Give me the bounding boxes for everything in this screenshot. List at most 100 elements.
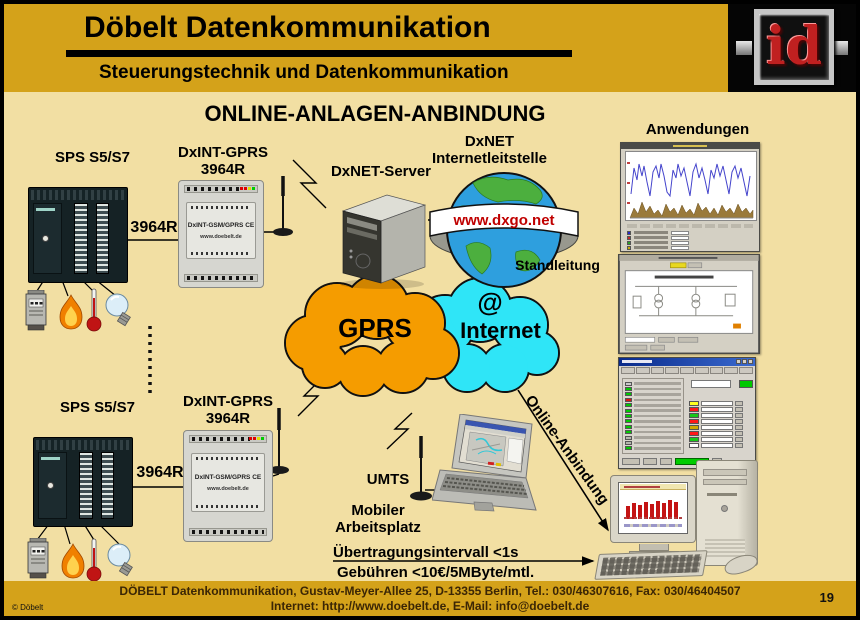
footer: DÖBELT Datenkommunikation, Gustav-Meyer-… — [4, 581, 856, 616]
workplace-label: Mobiler Arbeitsplatz — [335, 502, 421, 536]
chart-legend-row — [627, 240, 753, 245]
chart-app-plot — [625, 151, 757, 221]
company-logo: id — [765, 16, 823, 77]
server-icon — [340, 194, 427, 289]
chart-legend-row — [627, 245, 753, 250]
monitor-bar — [632, 503, 636, 519]
status-led-column — [622, 378, 684, 454]
diagram-area: ONLINE-ANLAGEN-ANBINDUNG — [4, 92, 856, 581]
status-led-row — [625, 430, 681, 435]
status-value-row — [689, 424, 753, 430]
app-screenshot-status — [618, 357, 756, 469]
banner-url: www.dxgo.net — [452, 212, 554, 229]
footer-address: DÖBELT Datenkommunikation, Gustav-Meyer-… — [119, 584, 741, 598]
radio-wave-icon-umts — [386, 412, 413, 450]
desktop-tower — [696, 460, 758, 566]
page-title: Döbelt Datenkommunikation — [84, 11, 491, 44]
gprs-cloud-label: GPRS — [338, 313, 412, 343]
footer-contact: Internet: http://www.doebelt.de, E-Mail:… — [270, 599, 590, 613]
app-screenshot-schematic — [618, 254, 760, 354]
monitor-bar — [656, 501, 660, 519]
laptop-icon — [432, 414, 537, 512]
status-led-row — [625, 403, 681, 408]
status-led-row — [625, 381, 681, 386]
status-right-panel — [689, 378, 753, 454]
status-value-row — [689, 406, 753, 412]
thermometer-icon-bottom — [86, 538, 102, 581]
page-number: 19 — [819, 590, 834, 605]
title-underline — [66, 50, 572, 57]
status-value-rows — [689, 400, 753, 448]
interval-label: Übertragungsintervall <1s — [333, 544, 519, 561]
page-subtitle: Steuerungstechnik und Datenkommunikation — [99, 62, 509, 83]
flame-icon-top — [59, 294, 83, 330]
status-led-row — [625, 440, 681, 445]
standleitung-label: Standleitung — [515, 257, 600, 273]
status-led-row — [625, 419, 681, 424]
header: Döbelt Datenkommunikation Steuerungstech… — [4, 4, 856, 92]
modem-led-row — [239, 187, 255, 191]
logo-block: id — [728, 4, 856, 92]
status-led-row — [625, 397, 681, 402]
status-led-row — [625, 446, 681, 451]
bulb-icon-top — [105, 293, 131, 327]
anwendungen-title: Anwendungen — [645, 121, 750, 138]
dxint-modem-icon-bottom: DxINT-GSM/GPRS CE www.doebelt.de — [183, 430, 273, 542]
dxint-modem-icon-top: DxINT-GSM/GPRS CE www.doebelt.de — [178, 180, 264, 288]
status-value-row — [689, 442, 753, 448]
sps-bottom-label: SPS S5/S7 — [59, 399, 136, 416]
diagram-title: ONLINE-ANLAGEN-ANBINDUNG — [204, 101, 546, 126]
monitor-bar — [638, 505, 642, 519]
monitor-bar — [626, 506, 630, 519]
status-led-row — [625, 424, 681, 429]
sps-top-label: SPS S5/S7 — [54, 149, 131, 166]
link-3964r-top-label: 3964R — [130, 219, 178, 236]
footer-copyright: © Döbelt — [12, 603, 44, 612]
desktop-monitor — [610, 475, 696, 555]
chart-legend-rows — [627, 230, 753, 250]
desktop-keyboard — [594, 550, 708, 580]
status-titlebar — [619, 358, 755, 366]
meter-icon-bottom — [27, 538, 49, 579]
internet-cloud-label: Internet — [460, 318, 541, 343]
monitor-bar — [668, 500, 672, 519]
status-led-row — [625, 413, 681, 419]
status-value-row — [689, 400, 753, 406]
status-led-row — [625, 435, 681, 440]
plc-icon-bottom — [33, 437, 133, 527]
banner-ribbon — [429, 203, 579, 237]
chart-legend-row — [627, 235, 753, 240]
status-tabs — [621, 367, 754, 375]
status-led-row — [625, 386, 681, 392]
meter-icon-top — [25, 290, 47, 331]
flame-icon-bottom — [61, 543, 85, 579]
thermometer-icon-top — [86, 288, 102, 332]
monitor-bar — [674, 502, 678, 519]
status-value-row — [689, 412, 753, 418]
plc-icon-top — [28, 187, 128, 283]
antenna-icon-top — [273, 176, 293, 236]
status-value-row — [689, 418, 753, 424]
status-value-row — [689, 436, 753, 442]
status-led-row — [625, 392, 681, 397]
monitor-bar — [662, 503, 666, 519]
modem-top-label: DxINT-GPRS 3964R — [177, 144, 268, 178]
app-screenshot-chart — [620, 142, 760, 252]
status-value-row — [689, 430, 753, 436]
logo-axle-left — [736, 41, 752, 55]
umts-label: UMTS — [366, 471, 410, 488]
status-led-row — [625, 408, 681, 413]
chart-app-controls — [621, 221, 759, 251]
cloud-group — [284, 274, 560, 397]
link-3964r-bottom-label: 3964R — [136, 464, 184, 481]
radio-wave-icon-top — [292, 159, 327, 209]
bulb-icon-bottom — [107, 543, 133, 577]
monitor-bars — [626, 493, 680, 519]
chart-app-titlebar — [621, 143, 759, 149]
at-symbol: @ — [477, 287, 503, 317]
modem-bottom-label: DxINT-GPRS 3964R — [182, 393, 273, 427]
logo-frame: id — [754, 9, 834, 85]
monitor-bar — [644, 502, 648, 519]
server-label: DxNET-Server — [330, 163, 432, 180]
